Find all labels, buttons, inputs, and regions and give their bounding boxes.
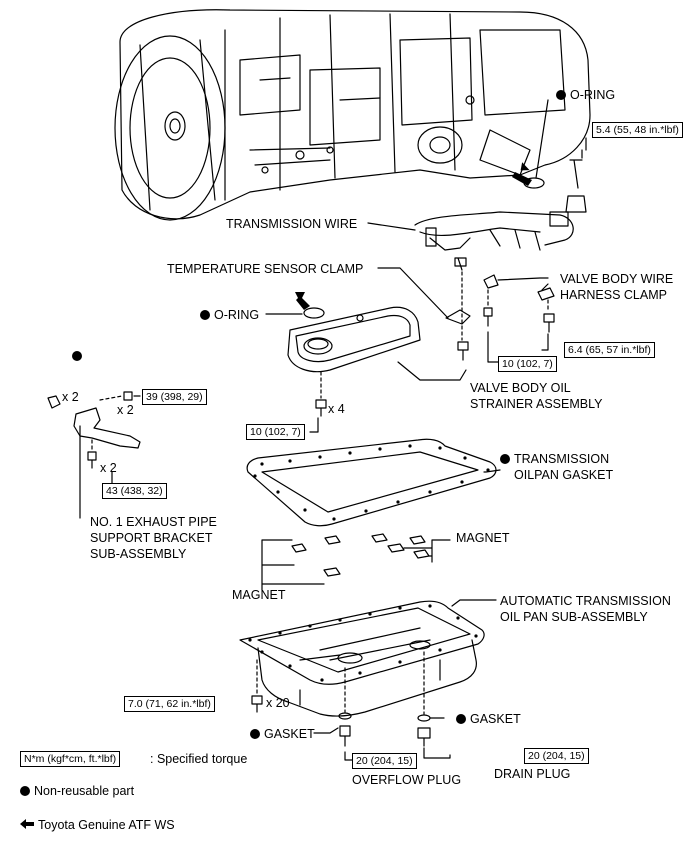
torque-6-4-box: 6.4 (65, 57 in.*lbf) [564,342,655,358]
magnet-right-label: MAGNET [456,531,510,545]
o-ring-left-part [303,307,325,319]
multiplier-x20: x 20 [266,696,290,710]
multiplier-x2-a: x 2 [62,390,79,404]
oilpan-gasket-label-1: TRANSMISSION [500,452,609,466]
exhaust-bracket-label-1: NO. 1 EXHAUST PIPE [90,515,217,529]
valve-body-strainer-label-2: STRAINER ASSEMBLY [470,397,603,411]
valve-body-wire-label-1: VALVE BODY WIRE [560,272,674,286]
strainer-part [287,306,421,373]
oil-pan-label-1: AUTOMATIC TRANSMISSION [500,594,671,608]
drain-plug-label: DRAIN PLUG [494,767,571,781]
non-reusable-dot-icon [500,454,510,464]
non-reusable-dot-icon [200,310,210,320]
transmission-assembly [114,9,591,221]
non-reusable-dot-icon [72,351,82,361]
torque-20-a-box: 20 (204, 15) [352,753,417,769]
torque-legend-desc: : Specified torque [150,752,248,766]
non-reusable-dot-icon [556,90,566,100]
oilpan-gasket-label-2: OILPAN GASKET [514,468,614,482]
arrow-left-icon [20,819,34,829]
torque-43-box: 43 (438, 32) [102,483,167,499]
transmission-wire-part [414,211,574,251]
torque-39-box: 39 (398, 29) [142,389,207,405]
multiplier-x4: x 4 [328,402,345,416]
valve-body-strainer-label-1: VALVE BODY OIL [470,381,571,395]
torque-legend-box: N*m (kgf*cm, ft.*lbf) [20,751,121,767]
o-ring-left-label: O-RING [200,308,259,322]
non-reusable-dot-icon [456,714,466,724]
multiplier-x2-c: x 2 [100,461,117,475]
valve-body-wire-label-2: HARNESS CLAMP [560,288,667,302]
gasket-left-label: GASKET [250,727,315,741]
torque-10-a-box: 10 (102, 7) [498,356,557,372]
exhaust-bracket-part [47,391,141,469]
gasket-holes [253,444,490,521]
oil-pan-label-2: OIL PAN SUB-ASSEMBLY [500,610,648,624]
non-reusable-dot-icon [250,729,260,739]
magnet-left-label: MAGNET [232,588,286,602]
temp-sensor-clamp-part [445,309,471,325]
legend-non-reusable: Non-reusable part [20,784,134,798]
oilpan-gasket-part [246,438,497,527]
exhaust-bracket-label-2: SUPPORT BRACKET [90,531,213,545]
torque-10-b-box: 10 (102, 7) [246,424,305,440]
o-ring-top-label: O-RING [556,88,615,102]
torque-5-4-box: 5.4 (55, 48 in.*lbf) [592,122,683,138]
exhaust-bracket-label-3: SUB-ASSEMBLY [90,547,187,561]
torque-7-0-box: 7.0 (71, 62 in.*lbf) [124,696,215,712]
gasket-right-label: GASKET [456,712,521,726]
legend-atf: Toyota Genuine ATF WS [20,818,175,832]
temp-sensor-clamp-label: TEMPERATURE SENSOR CLAMP [167,262,364,276]
torque-20-b-box: 20 (204, 15) [524,748,589,764]
oil-pan-part [239,600,485,717]
overflow-plug-label: OVERFLOW PLUG [352,773,462,787]
magnet-parts [291,533,430,577]
transmission-wire-label: TRANSMISSION WIRE [226,217,358,231]
multiplier-x2-b: x 2 [117,403,134,417]
non-reusable-dot-icon [20,786,30,796]
